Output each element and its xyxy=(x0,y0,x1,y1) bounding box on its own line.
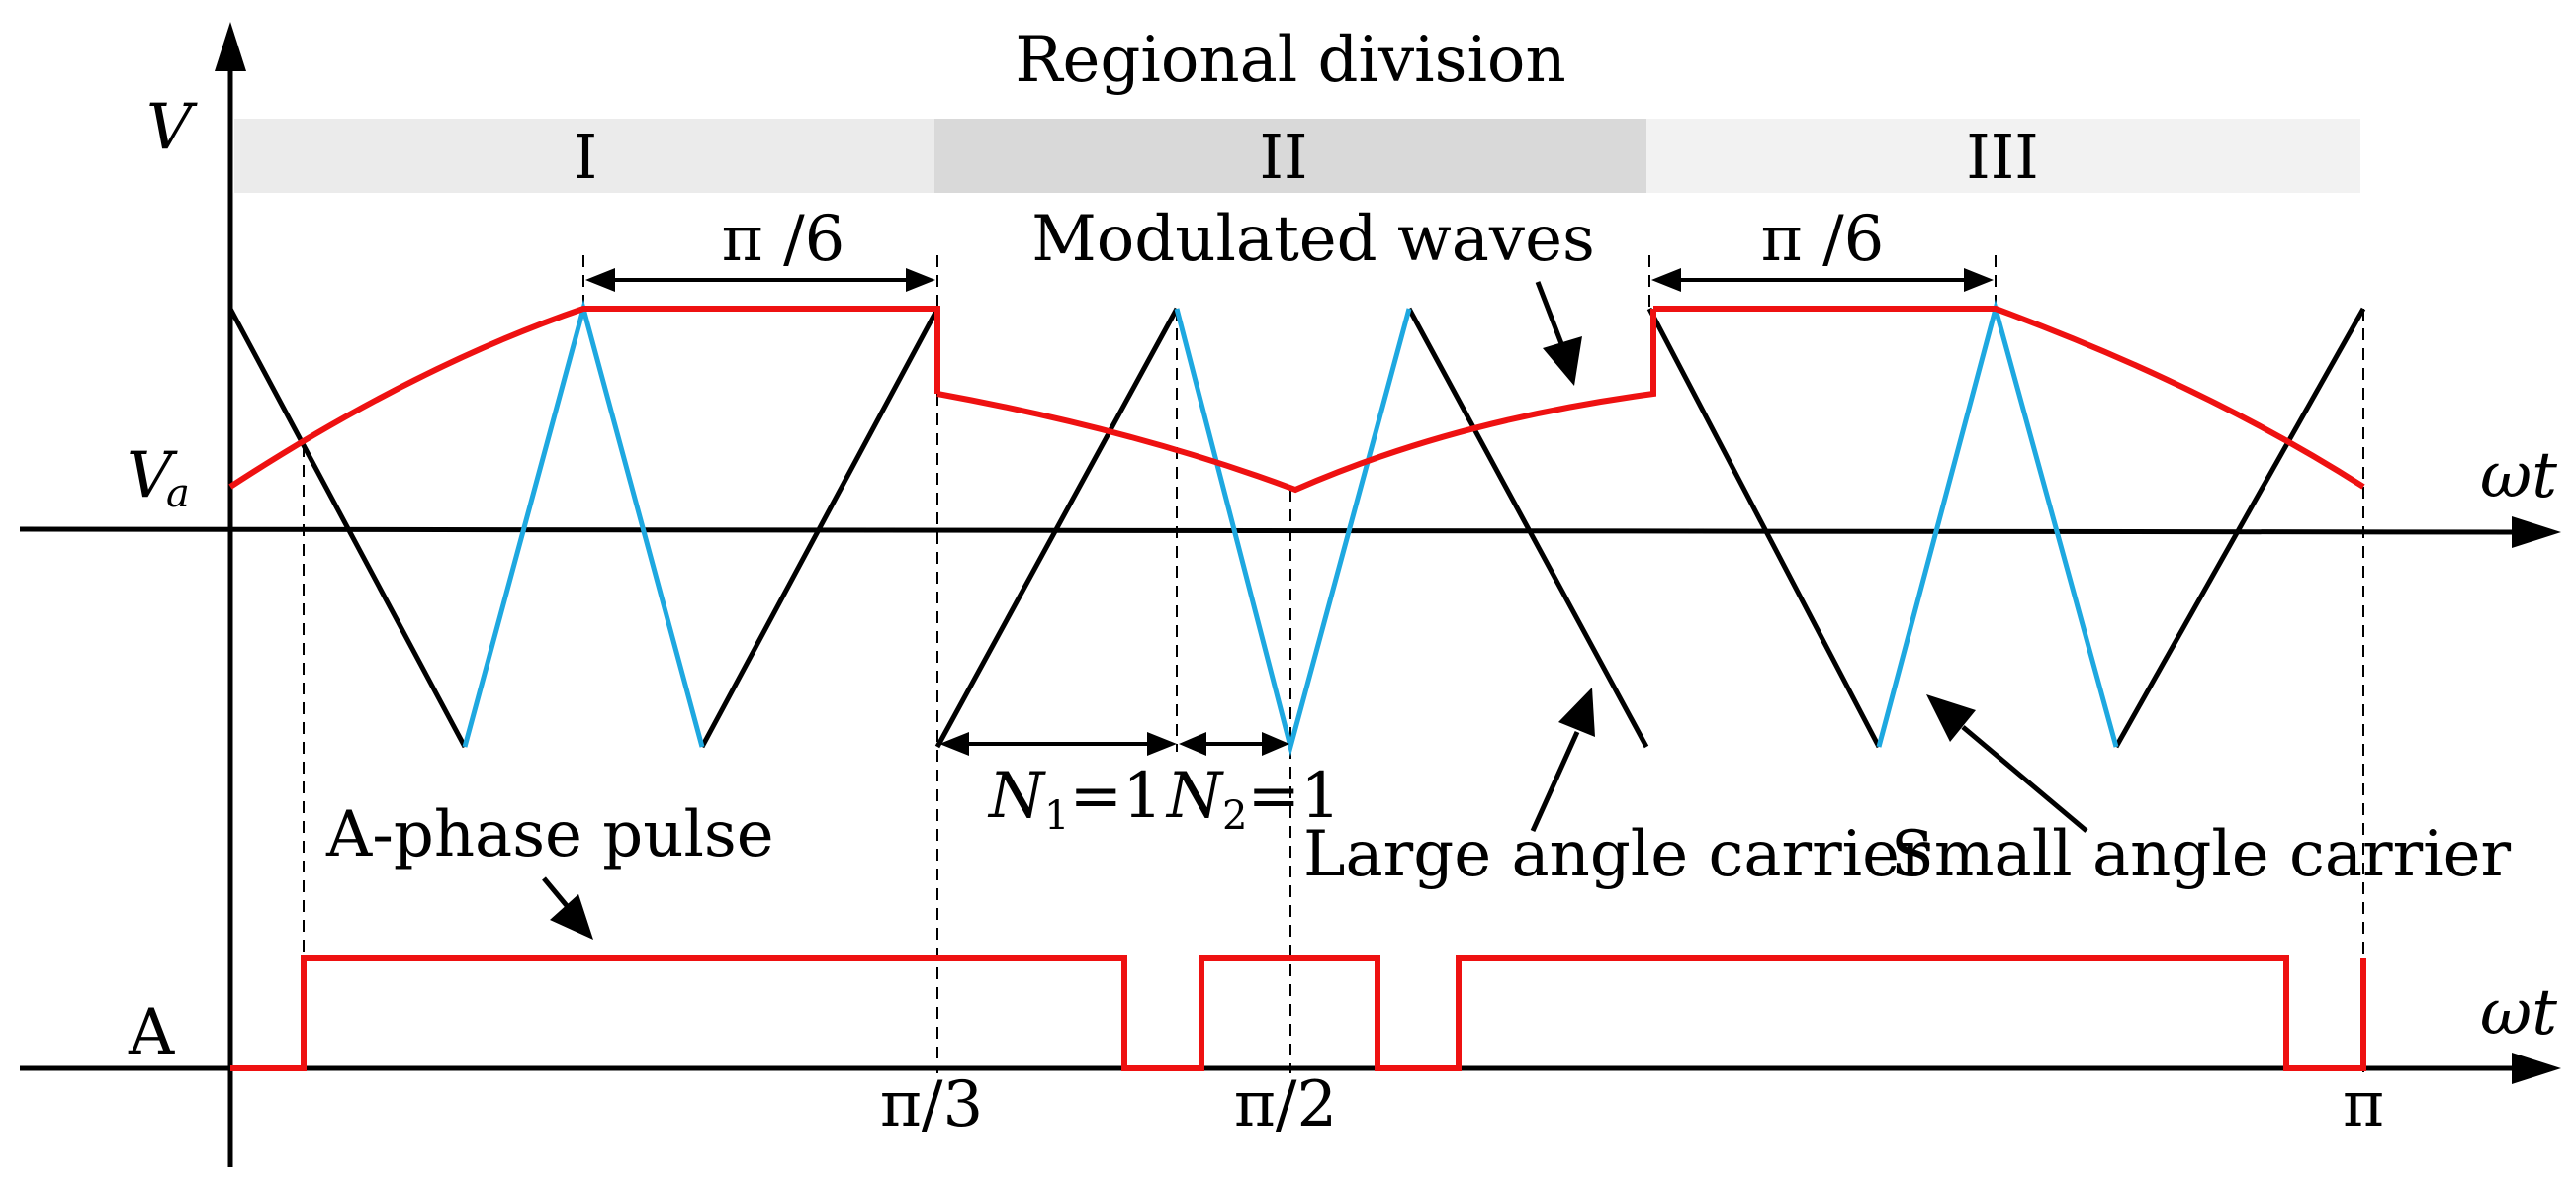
large-angle-carrier xyxy=(227,307,2366,749)
dimension-left-pi-6: π /6 xyxy=(585,203,935,292)
arrowhead-right xyxy=(1262,732,1289,756)
pointer-line xyxy=(1530,730,1580,833)
dimension-n2: N2=1 xyxy=(1165,732,1341,839)
region-band-i xyxy=(234,119,934,193)
pointer-arrowhead xyxy=(1558,688,1595,737)
wt-axis-top xyxy=(19,526,2523,535)
voltage-axis-arrowhead xyxy=(215,22,246,71)
modulated-waves-label: Modulated waves xyxy=(1031,203,1595,276)
pointer-arrowhead xyxy=(1926,694,1976,742)
va-label-sub: a xyxy=(166,471,190,516)
arrowhead-left xyxy=(939,732,969,756)
region-label-i: I xyxy=(574,121,598,193)
n2-eq: =1 xyxy=(1247,760,1340,833)
modulated-wave-region-i xyxy=(228,306,940,490)
n1-eq: =1 xyxy=(1069,760,1162,833)
wt-axis-top-arrowhead xyxy=(2512,516,2561,548)
arrowhead-left xyxy=(1179,732,1206,756)
guide-lines xyxy=(303,255,2364,1073)
n1-label: N1=1 xyxy=(987,760,1163,839)
dimension-label-right-pi-6: π /6 xyxy=(1761,203,1885,276)
arrowhead-left xyxy=(1651,268,1681,292)
pointer-line xyxy=(1961,725,2088,833)
region-band-iii xyxy=(1646,119,2360,193)
arrowhead-left xyxy=(585,268,615,292)
wt-axis-bottom-label: ωt xyxy=(2480,976,2557,1050)
n2-var: N xyxy=(1165,760,1224,833)
annotation-a-phase-pulse: A-phase pulse xyxy=(325,798,774,940)
va-label: V a xyxy=(127,439,190,516)
a-phase-pulse-label: A-phase pulse xyxy=(325,798,774,872)
wt-axis-bottom-arrowhead xyxy=(2512,1053,2561,1084)
dimension-label-left-pi-6: π /6 xyxy=(722,203,845,276)
diagram-title: Regional division xyxy=(1015,24,1565,97)
large-carrier-segment-5 xyxy=(1646,307,1882,749)
arrowhead-right xyxy=(906,268,935,292)
small-carrier-segment-3 xyxy=(1876,299,2119,748)
region-label-ii: II xyxy=(1260,121,1308,193)
pointer-arrowhead xyxy=(550,894,593,940)
modulated-wave-region-ii xyxy=(936,309,1656,494)
arrowhead-right xyxy=(1964,268,1994,292)
tick-label-pi-2: π/2 xyxy=(1234,1068,1337,1142)
va-label-main: V xyxy=(127,439,178,512)
a-phase-pulse-waveform xyxy=(230,955,2366,1071)
large-angle-carrier-label: Large angle carrier xyxy=(1303,818,1930,891)
axes xyxy=(19,22,2561,1167)
dimension-n1: N1=1 xyxy=(939,732,1177,839)
modulated-wave-region-iii xyxy=(1653,306,2365,490)
modulated-wave xyxy=(228,306,2365,494)
region-bands: I II III xyxy=(234,119,2360,193)
pointer-line xyxy=(1535,281,1565,347)
annotation-large-angle-carrier: Large angle carrier xyxy=(1303,688,1930,891)
large-carrier-segment-3 xyxy=(934,307,1180,749)
annotation-small-angle-carrier: Small angle carrier xyxy=(1891,694,2512,891)
pulse-axis-label: A xyxy=(128,996,175,1069)
tick-label-pi: π xyxy=(2343,1068,2384,1142)
region-label-iii: III xyxy=(1966,121,2038,193)
pointer-arrowhead xyxy=(1543,336,1582,386)
dimension-right-pi-6: π /6 xyxy=(1651,203,1994,292)
arrowhead-right xyxy=(1147,732,1177,756)
n1-var: N xyxy=(987,760,1046,833)
annotation-modulated-waves: Modulated waves xyxy=(1031,203,1595,386)
region-band-ii xyxy=(934,119,1646,193)
voltage-axis-label: V xyxy=(146,91,198,164)
n1-sub: 1 xyxy=(1044,793,1069,839)
pointer-line xyxy=(542,876,571,910)
wt-axis-top-label: ωt xyxy=(2480,439,2557,512)
tick-label-pi-3: π/3 xyxy=(880,1068,983,1142)
large-carrier-segment-6 xyxy=(2113,307,2366,749)
large-carrier-segment-4 xyxy=(1406,307,1649,749)
large-carrier-segment-1 xyxy=(227,307,468,749)
large-carrier-segment-2 xyxy=(699,307,940,749)
n2-label: N2=1 xyxy=(1165,760,1341,839)
n2-sub: 2 xyxy=(1222,793,1247,839)
small-carrier-segment-2 xyxy=(1174,308,1412,757)
small-angle-carrier-label: Small angle carrier xyxy=(1891,818,2512,891)
